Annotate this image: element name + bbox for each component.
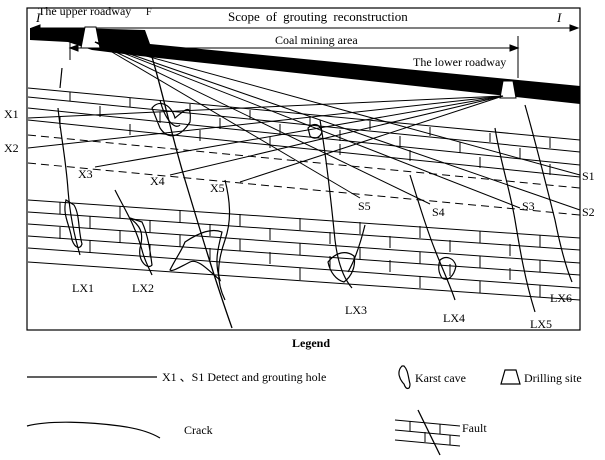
hole-label-x1: X1 <box>4 107 19 121</box>
drilling-site-upper <box>80 26 101 49</box>
hole-label-s4: S4 <box>432 205 445 219</box>
hole-label-x5: X5 <box>210 181 225 195</box>
stratum-base <box>27 261 581 301</box>
holes-lower <box>27 95 504 183</box>
lower-roadway-label: The lower roadway <box>413 55 506 69</box>
coal-area-label: Coal mining area <box>275 33 358 47</box>
hole-label-s3: S3 <box>522 199 535 213</box>
legend-hole-text: X1 、S1 Detect and grouting hole <box>162 370 326 384</box>
hole-label-x2: X2 <box>4 141 19 155</box>
legend-drill-text: Drilling site <box>524 371 582 385</box>
upper-roadway-label: The upper roadway <box>38 4 131 18</box>
cave-label-lx5: LX5 <box>530 317 552 331</box>
cave-label-lx6: LX6 <box>550 291 572 305</box>
strata-lower <box>27 199 581 289</box>
cave-label-lx1: LX1 <box>72 281 94 295</box>
cracks <box>57 67 573 313</box>
hole-label-s2: S2 <box>582 205 595 219</box>
legend-fault-symbol <box>394 409 461 456</box>
faults <box>147 43 233 329</box>
holes-upper <box>94 41 581 211</box>
cave-label-lx3: LX3 <box>345 303 367 317</box>
scope-label: Scope of grouting reconstruction <box>228 9 408 24</box>
scope-mark-left: I <box>35 10 41 25</box>
diagram-frame <box>26 7 581 331</box>
legend-fault-text: Fault <box>462 421 487 435</box>
fault-marker-label: F <box>146 7 152 18</box>
legend-drill-symbol <box>500 369 521 385</box>
hole-label-s5: S5 <box>358 199 371 213</box>
brick-joints-lower <box>59 202 541 297</box>
cave-label-lx4: LX4 <box>443 311 465 325</box>
scope-mark-right: I <box>556 10 562 25</box>
legend-karst-symbol <box>398 365 411 390</box>
strata-dashed <box>27 134 581 216</box>
legend-title: Legend <box>292 336 330 350</box>
hole-label-s1: S1 <box>582 169 595 183</box>
legend-karst-text: Karst cave <box>415 371 466 385</box>
coal-seam <box>30 28 580 104</box>
hole-label-x4: X4 <box>150 174 165 188</box>
cave-label-lx2: LX2 <box>132 281 154 295</box>
legend-crack-text: Crack <box>184 423 213 437</box>
drilling-site-lower <box>499 80 517 99</box>
strata-upper <box>27 87 581 178</box>
legend-crack-symbol <box>26 421 161 439</box>
hole-label-x3: X3 <box>78 167 93 181</box>
karst-caves <box>64 103 457 283</box>
